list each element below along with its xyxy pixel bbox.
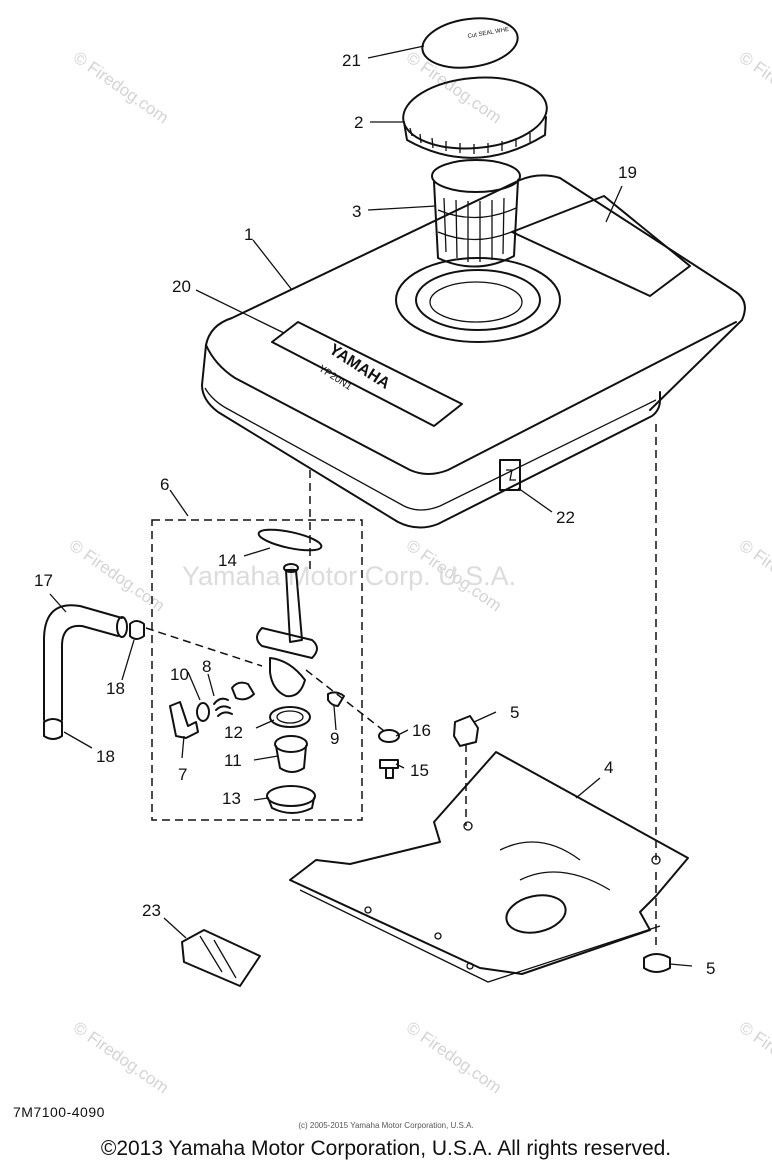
callout-14: 14 — [218, 551, 237, 570]
part-plug — [181, 929, 261, 987]
callouts: 21 2 3 1 19 20 6 22 14 17 18 10 8 5 16 1… — [34, 51, 715, 978]
watermark-2: © Firedog.com — [403, 48, 505, 128]
callout-2: 2 — [354, 113, 363, 132]
callout-18a: 18 — [106, 679, 125, 698]
part-bolts — [378, 715, 671, 973]
watermark-4: © Firedog.com — [66, 536, 168, 616]
watermark-8: © Firedog.com — [403, 1018, 505, 1098]
part-warning-label — [499, 459, 521, 491]
part-base-plate — [289, 751, 689, 983]
small-copyright: (c) 2005-2015 Yamaha Motor Corporation, … — [298, 1121, 474, 1130]
callout-1: 1 — [244, 225, 253, 244]
part-fuel-cap — [402, 76, 548, 159]
watermark-3: © Firedog.com — [736, 48, 772, 128]
callout-22: 22 — [556, 508, 575, 527]
callout-10: 10 — [170, 665, 189, 684]
watermark-6: © Firedog.com — [736, 536, 772, 616]
callout-11: 11 — [224, 751, 242, 770]
callout-5b: 5 — [706, 959, 715, 978]
footer-copyright: ©2013 Yamaha Motor Corporation, U.S.A. A… — [100, 1137, 672, 1160]
watermark-center: Yamaha Motor Corp. U.S.A. — [182, 561, 516, 591]
callout-23: 23 — [142, 901, 161, 920]
part-fuel-hose — [43, 604, 145, 740]
cap-stamp: Cut SEAL WHE — [467, 27, 509, 40]
callout-21: 21 — [342, 51, 361, 70]
callout-3: 3 — [352, 202, 361, 221]
callout-9: 9 — [330, 729, 339, 748]
callout-12: 12 — [224, 723, 243, 742]
callout-15: 15 — [410, 761, 429, 780]
callout-5a: 5 — [510, 703, 519, 722]
callout-8: 8 — [202, 657, 211, 676]
callout-18b: 18 — [96, 747, 115, 766]
callout-16: 16 — [412, 721, 431, 740]
leader-lines — [49, 45, 693, 967]
watermark-9: © Firedog.com — [736, 1018, 772, 1098]
part-label-plate — [511, 195, 691, 297]
callout-4: 4 — [604, 758, 613, 777]
watermark-7: © Firedog.com — [70, 1018, 172, 1098]
part-fuel-cock-assembly — [151, 519, 363, 821]
part-emblem-plate — [271, 321, 463, 427]
callout-6: 6 — [160, 475, 169, 494]
callout-20: 20 — [172, 277, 191, 296]
callout-7: 7 — [178, 765, 187, 784]
watermark-1: © Firedog.com — [70, 48, 172, 128]
part-strainer — [431, 159, 521, 268]
callout-13: 13 — [222, 789, 241, 808]
part-fuel-tank: YAMAHA YP20N1 — [201, 174, 746, 529]
drawing-code: 7M7100-4090 — [13, 1104, 105, 1120]
callout-17: 17 — [34, 571, 53, 590]
callout-19: 19 — [618, 163, 637, 182]
tank-emblem: YAMAHA — [326, 341, 393, 393]
